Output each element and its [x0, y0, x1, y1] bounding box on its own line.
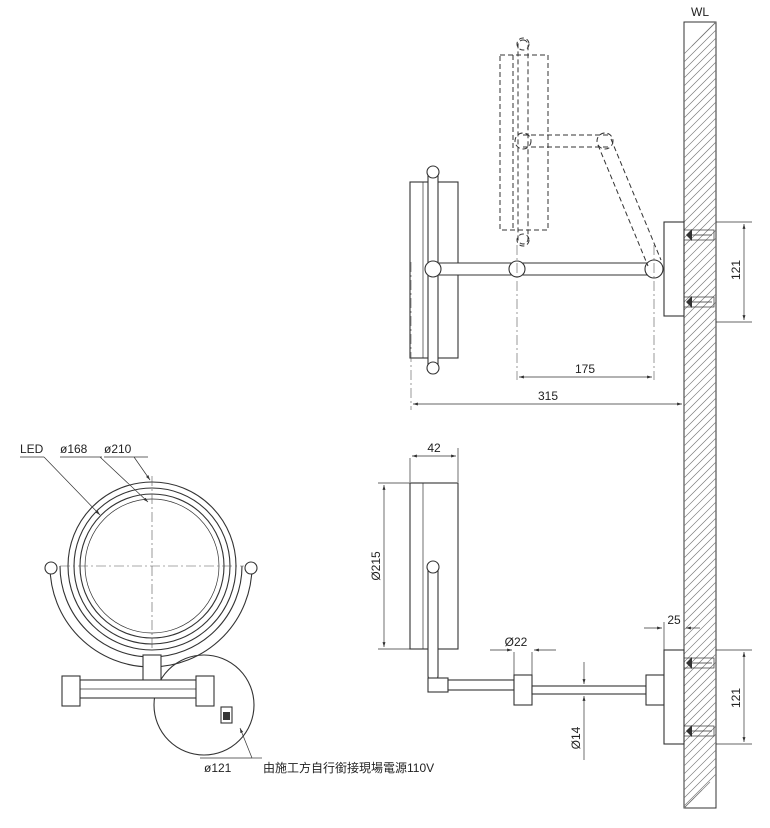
dim-mirror-depth-label: 42 [427, 441, 441, 455]
dim-side-bottom-height-label: 121 [729, 688, 743, 708]
wall-label: WL [691, 5, 709, 19]
side-view-extended: 121 175 315 [409, 37, 752, 410]
dim-mirror-diameter-label: Ø215 [369, 551, 383, 581]
dim-tube-diameter: Ø14 [569, 662, 586, 760]
wall-bracket-top [663, 221, 685, 317]
dim-bracket-offset: 25 [644, 613, 700, 650]
wall-base-disc [153, 654, 255, 756]
led-label: LED [20, 442, 44, 456]
extension-arm [432, 262, 656, 276]
base-diameter-label: ø121 [204, 761, 232, 775]
power-note: 由施工方自行銜接現場電源110V [263, 760, 434, 775]
dim-joint-diameter: Ø22 [490, 635, 556, 675]
inner-diameter-label: ø168 [60, 442, 88, 456]
front-view: LED ø168 ø210 ø121 由施工方自行銜接現場電源110V [20, 442, 434, 775]
dim-arm-total: 315 [413, 316, 685, 410]
dim-arm-inner: 175 [519, 362, 652, 379]
outer-diameter-label: ø210 [104, 442, 132, 456]
wall-anchor [683, 229, 715, 308]
folded-position-ghost [499, 37, 662, 267]
wall: WL [683, 5, 717, 809]
dim-arm-inner-label: 175 [575, 362, 595, 376]
dim-side-top-height: 121 [716, 221, 752, 323]
mirror-yoke [49, 565, 253, 668]
dim-joint-diameter-label: Ø22 [505, 635, 528, 649]
dim-arm-total-label: 315 [538, 389, 558, 403]
dim-mirror-diameter: Ø215 [369, 482, 410, 650]
dim-bracket-offset-label: 25 [667, 613, 681, 627]
dim-side-top-height-label: 121 [729, 260, 743, 280]
dim-tube-diameter-label: Ø14 [569, 726, 583, 749]
side-view-retracted: 42 Ø215 Ø22 Ø14 25 [369, 441, 752, 760]
dim-mirror-depth: 42 [409, 441, 459, 482]
wall-bracket-bottom [663, 649, 685, 745]
retracted-arm [447, 679, 515, 691]
wall-hatching [683, 21, 717, 809]
dim-side-bottom-height: 121 [716, 649, 752, 745]
wall-anchor-bottom [683, 657, 715, 737]
